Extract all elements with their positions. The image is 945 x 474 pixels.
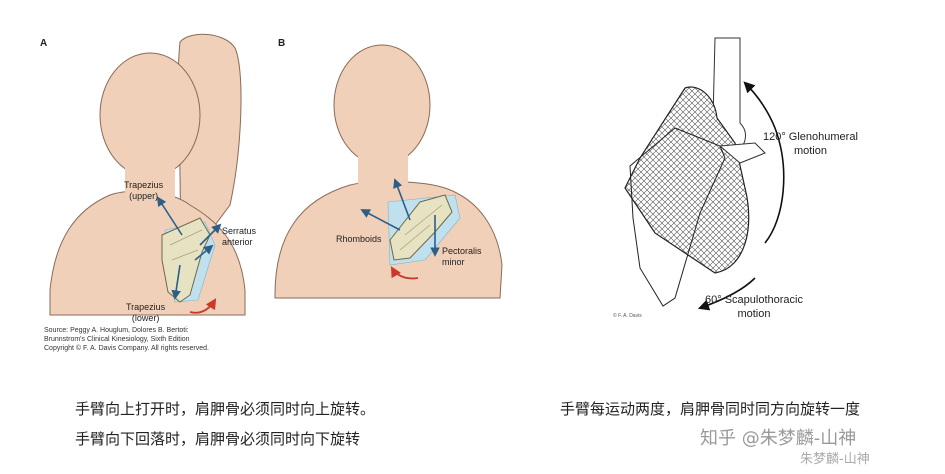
panel-b: B Rhomboids Pectoralis minor [270, 30, 520, 320]
head [99, 52, 201, 178]
label-scapulothoracic-motion: 60° Scapulothoracic motion [705, 294, 803, 320]
caption-left-line1: 手臂向上打开时，肩胛骨必须同时向上旋转。 [75, 400, 376, 418]
caption-left-line2: 手臂向下回落时，肩胛骨必须同时向下旋转 [75, 430, 361, 448]
scapula [161, 217, 211, 303]
label-rhomboids: Rhomboids [336, 234, 382, 244]
panel-c: 120° Glenohumeral motion 60° Scapulothor… [605, 28, 895, 328]
label-trapezius-lower: Trapezius (lower) [126, 302, 166, 323]
panel-b-illustration [274, 44, 503, 299]
label-glenohumeral-motion: 120° Glenohumeral motion [763, 131, 858, 157]
panel-c-diagram [624, 37, 785, 311]
diagram-credit: © F. A. Davis [613, 313, 642, 319]
head [333, 44, 431, 166]
scapula-rotated [624, 86, 750, 274]
caption-right-line1: 手臂每运动两度，肩胛骨同时同方向旋转一度 [560, 400, 861, 418]
label-trapezius-upper: Trapezius (upper) [124, 180, 164, 201]
scapula [389, 194, 453, 261]
watermark-sub: 朱梦麟-山神 [800, 452, 870, 467]
panel-a-illustration [49, 33, 246, 316]
torso [274, 181, 503, 299]
source-credit: Source: Peggy A. Houglum, Dolores B. Ber… [44, 327, 209, 352]
watermark-main: 知乎 @朱梦麟-山神 [700, 428, 857, 449]
panel-b-letter: B [278, 38, 286, 49]
scapula-resting [629, 127, 726, 307]
label-serratus-anterior: Serratus anterior [222, 226, 257, 247]
label-pectoralis-minor: Pectoralis minor [442, 246, 482, 267]
panel-a: A Trapezius (upper) Serratus anterior Tr… [30, 30, 270, 360]
panel-a-letter: A [40, 38, 48, 49]
